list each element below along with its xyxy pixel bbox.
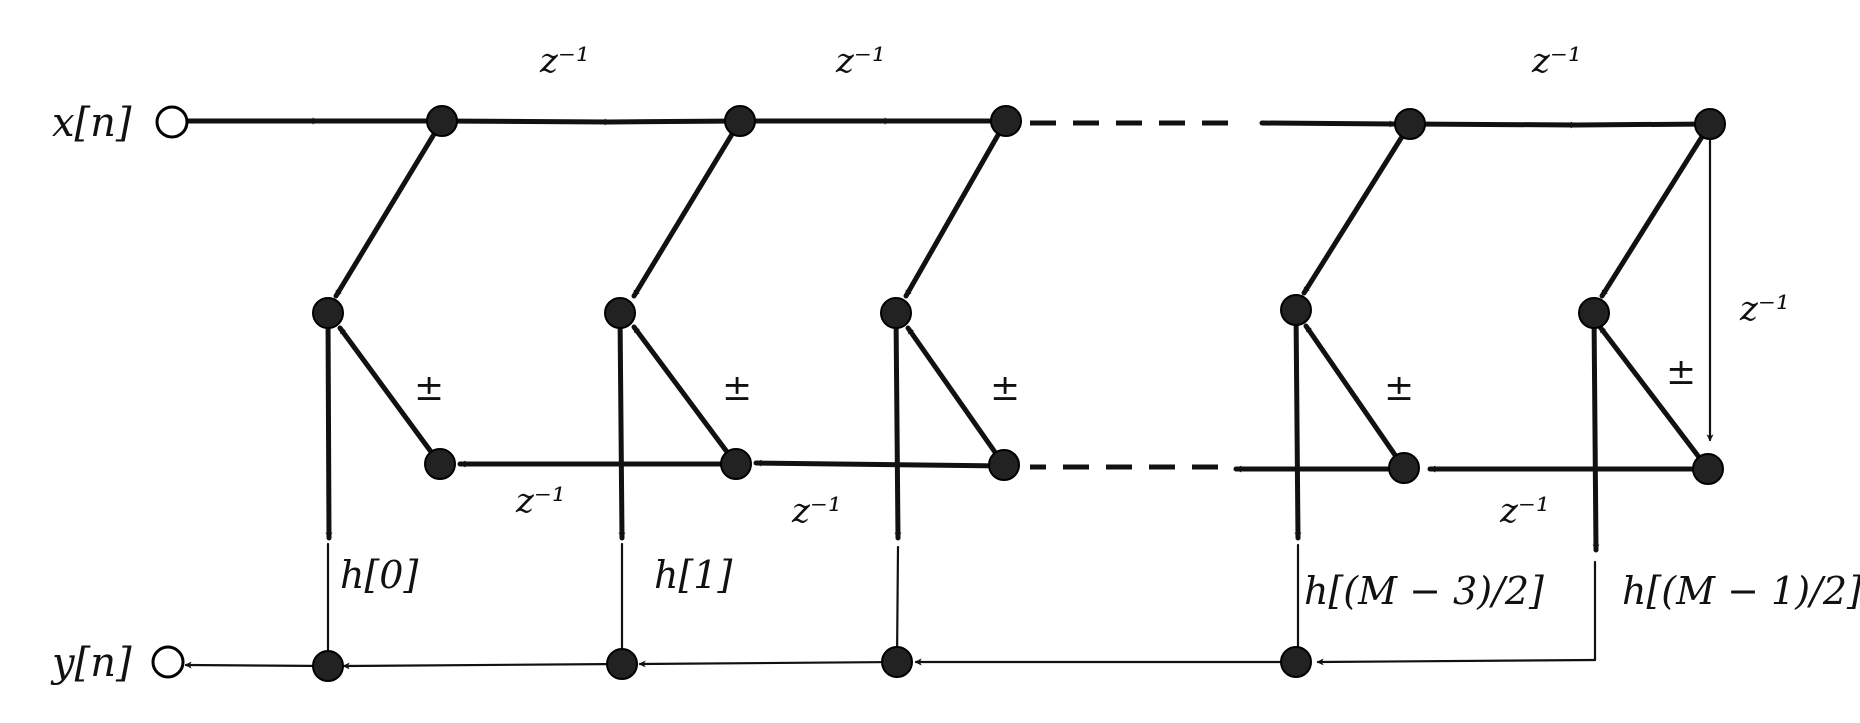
sign-label-2: ± bbox=[722, 368, 752, 409]
delay-label-right: z⁻¹ bbox=[1739, 289, 1790, 329]
sign-labels: ± ± ± ± ± bbox=[414, 352, 1696, 409]
sign-label-5: ± bbox=[1666, 352, 1696, 393]
delay-labels: z⁻¹ z⁻¹ z⁻¹ z⁻¹ z⁻¹ z⁻¹ z⁻¹ bbox=[515, 41, 1790, 531]
sign-label-4: ± bbox=[1384, 368, 1414, 409]
coefficient-labels: h[0] h[1] h[(M − 3)/2] h[(M − 1)/2] bbox=[340, 553, 1860, 613]
coefficient-label-0: h[0] bbox=[340, 553, 418, 597]
coefficient-label-2: h[(M − 3)/2] bbox=[1304, 569, 1544, 613]
output-sum-line bbox=[184, 658, 1597, 670]
input-label: x[n] bbox=[52, 100, 132, 146]
delay-label-bottom-2: z⁻¹ bbox=[791, 491, 842, 531]
middle-nodes bbox=[312, 294, 1610, 329]
top-nodes bbox=[426, 105, 1726, 140]
delay-label-top-3: z⁻¹ bbox=[1531, 41, 1582, 81]
delay-label-bottom-1: z⁻¹ bbox=[515, 481, 566, 521]
output-terminal bbox=[151, 645, 185, 679]
coefficient-drops bbox=[325, 307, 1600, 666]
output-nodes bbox=[312, 646, 1312, 682]
delay-label-bottom-3: z⁻¹ bbox=[1499, 491, 1550, 531]
bottom-nodes bbox=[424, 448, 1724, 485]
coefficient-label-1: h[1] bbox=[654, 553, 732, 597]
input-terminal bbox=[155, 105, 189, 139]
delay-label-top-2: z⁻¹ bbox=[835, 41, 886, 81]
output-label: y[n] bbox=[50, 640, 132, 686]
forward-branches bbox=[333, 118, 1713, 299]
reverse-branches bbox=[337, 323, 1711, 472]
sign-label-1: ± bbox=[414, 368, 444, 409]
coefficient-label-3: h[(M − 1)/2] bbox=[1622, 569, 1860, 613]
bottom-delay-line bbox=[457, 122, 1714, 473]
delay-label-top-1: z⁻¹ bbox=[539, 41, 590, 81]
top-delay-line bbox=[185, 117, 1713, 129]
sign-label-3: ± bbox=[990, 368, 1020, 409]
